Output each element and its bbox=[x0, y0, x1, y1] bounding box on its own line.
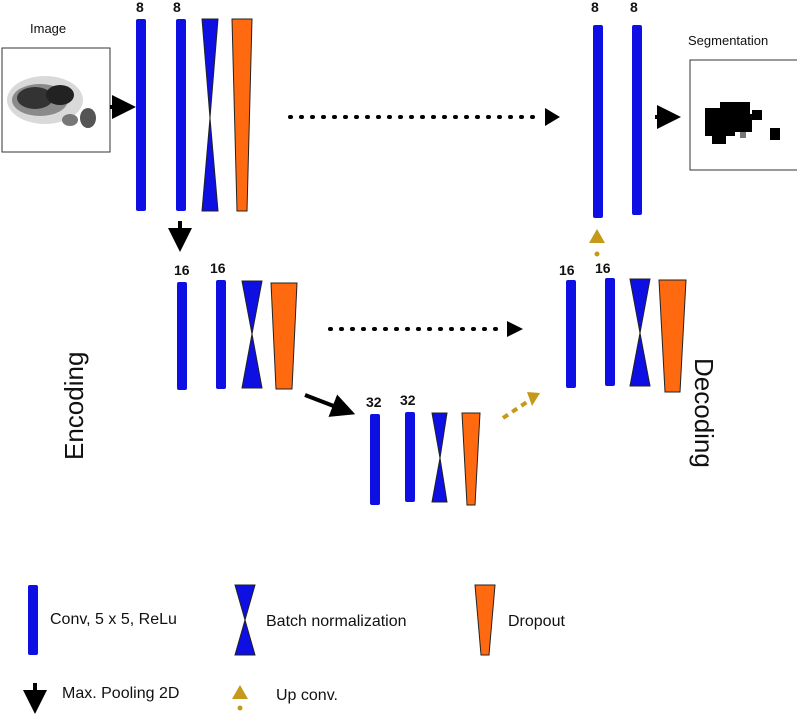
maxpool-arrow bbox=[304, 393, 356, 417]
legend-conv-swatch bbox=[28, 585, 38, 655]
segmentation-label: Segmentation bbox=[688, 33, 768, 48]
filter-count: 16 bbox=[210, 260, 226, 276]
encoder-level-1 bbox=[136, 18, 253, 212]
encoder-level-2 bbox=[177, 280, 298, 390]
dropout-block bbox=[270, 282, 298, 390]
input-image bbox=[1, 47, 111, 153]
conv-block bbox=[593, 25, 603, 218]
conv-block bbox=[136, 19, 146, 211]
legend: Conv, 5 x 5, ReLu Batch normalization Dr… bbox=[23, 584, 565, 714]
filter-count: 16 bbox=[559, 262, 575, 278]
conv-block bbox=[370, 414, 380, 505]
legend-upconv-text: Up conv. bbox=[276, 687, 338, 704]
upconv-dot bbox=[594, 251, 600, 257]
upconv-arrow bbox=[527, 392, 540, 406]
conv-block bbox=[216, 280, 226, 389]
dropout-block bbox=[461, 412, 481, 506]
legend-dropout-swatch bbox=[474, 584, 496, 656]
filter-count: 8 bbox=[630, 0, 638, 15]
dropout-block bbox=[231, 18, 253, 212]
filter-count: 32 bbox=[366, 394, 382, 410]
decoder-level-1 bbox=[593, 25, 642, 218]
filter-count: 8 bbox=[591, 0, 599, 15]
conv-block bbox=[566, 280, 576, 388]
segmentation-image bbox=[689, 59, 797, 171]
legend-dropout-text: Dropout bbox=[508, 613, 565, 630]
legend-conv-text: Conv, 5 x 5, ReLu bbox=[50, 611, 177, 628]
legend-maxpool-text: Max. Pooling 2D bbox=[62, 685, 179, 702]
filter-count: 8 bbox=[136, 0, 144, 15]
upconv-line bbox=[501, 400, 529, 420]
filter-count: 16 bbox=[174, 262, 190, 278]
conv-block bbox=[405, 412, 415, 502]
batchnorm-block bbox=[201, 18, 219, 212]
conv-block bbox=[605, 278, 615, 386]
batchnorm-block bbox=[241, 280, 263, 389]
filter-count: 32 bbox=[400, 392, 416, 408]
filter-count: 8 bbox=[173, 0, 181, 15]
legend-batchnorm-swatch bbox=[234, 584, 256, 656]
skip-arrow-head bbox=[545, 108, 560, 126]
upconv-arrow bbox=[589, 229, 605, 243]
legend-upconv-arrow bbox=[232, 685, 248, 699]
conv-block bbox=[177, 282, 187, 390]
conv-block bbox=[176, 19, 186, 211]
batchnorm-block bbox=[431, 412, 448, 503]
skip-arrow-head bbox=[507, 321, 523, 337]
dropout-block bbox=[658, 279, 687, 393]
legend-batchnorm-text: Batch normalization bbox=[266, 613, 407, 630]
filter-count: 16 bbox=[595, 260, 611, 276]
legend-upconv-dot bbox=[237, 705, 243, 711]
batchnorm-block bbox=[629, 278, 651, 387]
decoding-label: Decoding bbox=[689, 358, 719, 468]
bottleneck-level-3 bbox=[370, 412, 481, 506]
image-label: Image bbox=[30, 21, 66, 36]
encoding-label: Encoding bbox=[59, 352, 89, 460]
decoder-level-2 bbox=[566, 278, 687, 393]
conv-block bbox=[632, 25, 642, 215]
